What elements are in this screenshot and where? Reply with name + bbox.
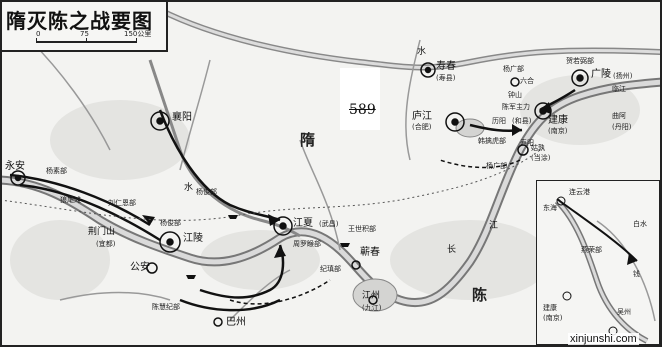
place-qua: 曲阿 (612, 112, 626, 120)
place-yongan: 永安 (5, 161, 25, 172)
place-gushu-sub: (当涂) (531, 154, 551, 162)
map-title: 隋灭陈之战要图 (6, 9, 153, 33)
place-gongan: 公安 (130, 262, 150, 273)
inset-wuzhou: 吴州 (617, 308, 631, 316)
unit-haoji: 陈慧纪部 (152, 303, 180, 311)
place-jiangxia-sub: (武昌) (319, 220, 339, 228)
place-gushu: 姑孰 (531, 144, 545, 152)
place-jingmen: 荆门山 (88, 227, 116, 237)
place-jingmen-sub: (宜都) (96, 240, 116, 248)
place-liuhe: 六合 (520, 77, 534, 85)
river-label-shui: 水 (184, 183, 194, 193)
place-lidang-sub: (和县) (512, 117, 532, 125)
terrain-shading (10, 75, 640, 300)
poyang-lake (352, 278, 398, 312)
scale-tick-75 (86, 38, 87, 43)
title-panel (0, 0, 168, 52)
unit-liurenen: 刘仁恩部 (108, 199, 136, 207)
watermark: xinjunshi.com (568, 333, 639, 345)
inset-canvas (554, 196, 656, 344)
unit-shouyang: 寿阳 (520, 139, 534, 147)
place-shouchun-sub: (寿县) (436, 74, 456, 82)
place-qua-sub: (丹阳) (612, 123, 632, 131)
inset-jiankang: 建康 (543, 304, 557, 312)
attack-routes (9, 88, 576, 312)
city-markers (10, 62, 589, 327)
inset-donghai: 东海 (543, 204, 557, 212)
unit-wangshiji: 王世积部 (348, 225, 376, 233)
unit-yangjun: 杨俊部 (160, 219, 181, 227)
unit-zhoulue: 周罗睺部 (293, 240, 321, 248)
river-label-chang: 长 (447, 245, 457, 255)
unit-langwei: 狼尾滩 (60, 196, 81, 204)
unit-yangsu: 杨素部 (46, 167, 67, 175)
river-label-jiang: 江 (489, 221, 499, 231)
inset-lianyun: 连云港 (569, 188, 590, 196)
scale-label-0: 0 (36, 30, 41, 38)
scale-label-75: 75 (80, 30, 89, 38)
inset-qian: 钱 (633, 270, 640, 278)
unit-hanqinhu: 韩擒虎部 (478, 137, 506, 145)
scale-tick-150 (136, 38, 137, 43)
unit-heruobi: 贺若弼部 (566, 57, 594, 65)
place-guangling-sub: (扬州) (613, 72, 633, 80)
unit-haoji-2: 纪瑱部 (320, 265, 341, 273)
unit-main-force: 陈军主力 (502, 103, 530, 111)
place-guangling: 广陵 (591, 69, 611, 80)
scale-tick-0 (36, 38, 37, 43)
unit-zhongshan: 钟山 (508, 91, 522, 99)
place-lidang: 历阳 (492, 117, 506, 125)
place-linjiang: 临江 (612, 85, 626, 93)
inset-yanrong: 燕荣部 (581, 246, 602, 254)
region-sui: 隋 (300, 131, 318, 149)
place-shouchun: 寿春 (436, 61, 456, 72)
unit-yangguang-hq: 杨广部 (486, 162, 507, 170)
place-jiankang-sub: (南京) (548, 127, 568, 135)
place-luzhou-sub: (合肥) (412, 123, 432, 131)
chen-routes (229, 159, 521, 305)
place-jiangzhou: 江州 (362, 291, 381, 301)
region-chen: 陈 (472, 286, 490, 304)
year-patch (340, 68, 380, 130)
border-line (0, 149, 541, 221)
inset-map: 连云港 东海 燕荣部 建康 (南京) 吴州 白水 钱 (536, 180, 660, 345)
place-qichun: 蕲春 (360, 247, 380, 258)
place-bazhou: 巴州 (226, 317, 246, 328)
unit-yangjun-north: 杨俊部 (196, 188, 217, 196)
place-jiangling: 江陵 (183, 233, 203, 244)
inset-baishui: 白水 (633, 220, 647, 228)
scale-label-150: 150公里 (124, 30, 152, 38)
place-jiangxia: 江夏 (293, 218, 313, 229)
place-jiangzhou-sub: (九江) (362, 304, 382, 312)
year-label: 589 (349, 102, 376, 118)
river-label-huai: 水 (417, 47, 427, 57)
place-jiankang: 建康 (548, 115, 568, 126)
unit-yanghui: 杨广部 (503, 65, 524, 73)
place-luzhou: 庐江 (412, 111, 432, 122)
inset-jiankang-sub: (南京) (543, 314, 563, 322)
place-xiangyang: 襄阳 (172, 112, 192, 123)
